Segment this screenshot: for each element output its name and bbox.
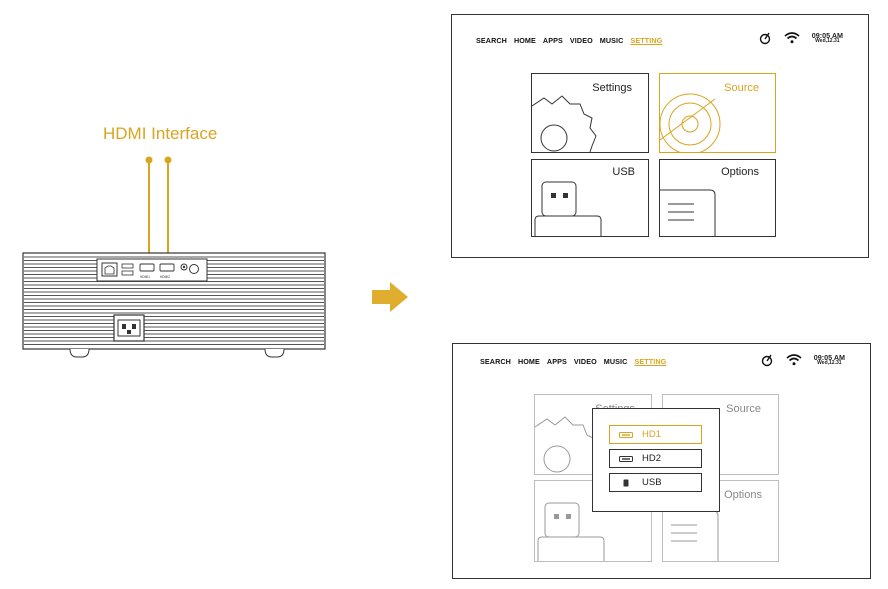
source-popup: HD1 HD2 USB [592,408,720,512]
status-bar: 09:05 AM Wed,12.31 [760,353,845,367]
tile-settings-label: Settings [592,82,632,94]
status-bar: 09:05 AM Wed,12.31 [758,31,843,45]
menu-music[interactable]: MUSIC [603,357,628,366]
menu-apps[interactable]: APPS [546,357,567,366]
hdmi-interface-label: HDMI Interface [103,124,218,143]
clock-date: Wed,12.31 [815,38,840,45]
tile-usb[interactable]: USB [531,159,649,237]
menu-setting[interactable]: SETTING [634,357,667,366]
source-option-usb[interactable]: USB [609,473,702,492]
usb-drive-icon [537,502,605,561]
menu-home[interactable]: HOME [513,36,536,45]
source-option-hd1[interactable]: HD1 [609,425,702,444]
usb-drive-icon [534,181,602,236]
tile-source-label: Source [724,82,759,94]
tile-options-label: Options [724,489,762,501]
menu-video[interactable]: VIDEO [573,357,597,366]
hdmi2-port-label: HDMI2 [160,275,170,279]
menu-music[interactable]: MUSIC [599,36,624,45]
clock-time: 09:05 AM [813,352,845,362]
menu-apps[interactable]: APPS [542,36,563,45]
menu-search[interactable]: SEARCH [476,36,507,45]
menu-search[interactable]: SEARCH [480,357,511,366]
source-option-label: USB [642,477,662,488]
tile-source-label: Source [726,403,761,415]
edit-icon [759,32,770,45]
clock-date: Wed,12.31 [817,360,842,367]
wifi-icon [786,354,802,366]
home-screen: SEARCH HOME APPS VIDEO MUSIC SETTING 09:… [451,14,869,258]
menu-home[interactable]: HOME [517,357,540,366]
tile-options[interactable]: Options [659,159,776,237]
tile-options-label: Options [721,166,759,178]
clock: 09:05 AM Wed,12.31 [814,354,845,367]
source-option-hd2[interactable]: HD2 [609,449,702,468]
source-option-label: HD1 [642,429,662,440]
clock: 09:05 AM Wed,12.31 [812,32,843,45]
projector-rear-view: HDMI1 HDMI2 [22,252,326,358]
menu-setting[interactable]: SETTING [630,36,663,45]
source-option-label: HD2 [642,453,662,464]
options-list-icon [660,189,716,236]
hdmi-port-icon [610,455,642,462]
arrow-right-icon [372,282,408,312]
gear-icon [532,95,597,152]
tile-settings[interactable]: Settings [531,73,649,153]
tile-source[interactable]: Source [659,73,776,153]
wifi-icon [784,32,800,44]
tile-usb-label: USB [612,166,635,178]
top-menu: SEARCH HOME APPS VIDEO MUSIC SETTING [476,36,662,45]
menu-video[interactable]: VIDEO [569,36,593,45]
source-select-screen: SEARCH HOME APPS VIDEO MUSIC SETTING 09:… [452,343,871,579]
usb-drive-icon [610,479,642,487]
hdmi1-port-label: HDMI1 [140,275,150,279]
edit-icon [761,354,772,367]
clock-time: 09:05 AM [811,30,843,40]
source-disc-icon [660,93,721,152]
top-menu: SEARCH HOME APPS VIDEO MUSIC SETTING [480,357,666,366]
hdmi-port-icon [610,431,642,438]
